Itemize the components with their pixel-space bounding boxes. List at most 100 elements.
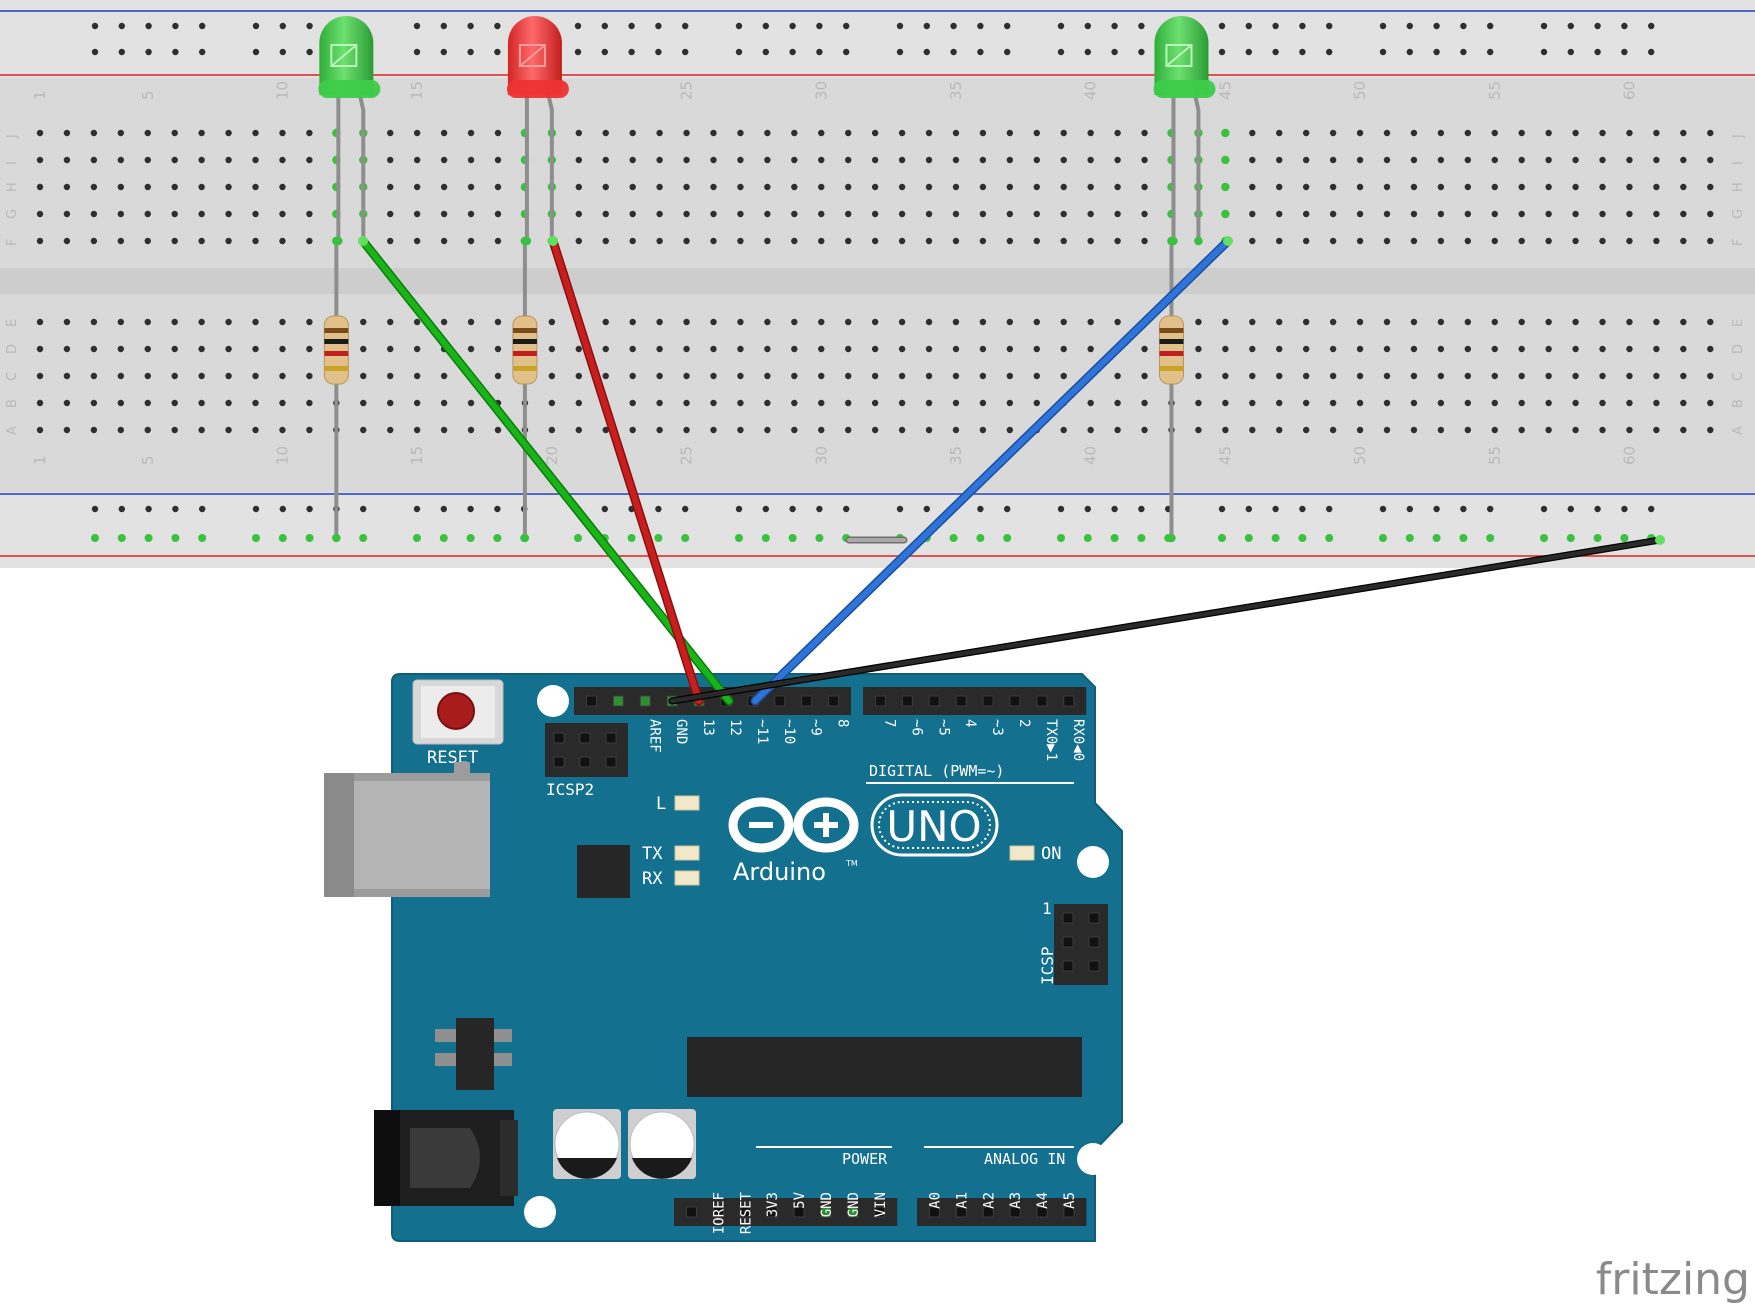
breadboard-hole[interactable] [575,426,582,434]
breadboard-hole[interactable] [1491,183,1498,191]
power-rail-hole[interactable] [628,22,635,30]
breadboard-hole[interactable] [1464,426,1472,434]
breadboard-hole[interactable] [36,345,44,353]
breadboard-hole[interactable] [1491,399,1498,407]
breadboard-hole[interactable] [63,345,71,353]
power-rail-hole[interactable] [923,505,930,513]
power-rail-hole[interactable] [1111,505,1118,513]
breadboard-hole[interactable] [575,399,582,407]
power-rail-hole[interactable] [1299,505,1306,513]
breadboard-hole[interactable] [1545,129,1552,137]
power-rail-hole[interactable] [1298,534,1307,542]
breadboard-hole[interactable] [494,345,502,353]
breadboard-hole[interactable] [1653,318,1660,326]
breadboard-hole[interactable] [737,372,744,380]
breadboard-hole[interactable] [1626,237,1633,245]
breadboard-hole[interactable] [791,210,798,218]
power-rail-hole[interactable] [467,505,474,513]
power-rail-hole[interactable] [1460,48,1467,56]
breadboard-hole[interactable] [467,345,475,353]
power-rail-hole[interactable] [1433,48,1440,56]
breadboard-hole[interactable] [1114,183,1121,191]
breadboard-hole[interactable] [36,399,44,407]
breadboard-hole[interactable] [1599,345,1606,353]
breadboard-hole[interactable] [1599,318,1606,326]
breadboard-hole[interactable] [1356,318,1364,326]
breadboard-hole[interactable] [440,183,448,191]
power-rail-hole[interactable] [762,48,769,56]
breadboard-hole[interactable] [117,210,125,218]
breadboard-hole[interactable] [629,210,636,218]
breadboard-hole[interactable] [413,372,421,380]
breadboard-hole[interactable] [1491,318,1498,326]
breadboard-hole[interactable] [548,426,556,434]
breadboard-hole[interactable] [764,318,771,326]
power-rail-hole[interactable] [305,534,314,542]
breadboard-hole[interactable] [36,426,44,434]
breadboard-hole[interactable] [683,399,690,407]
breadboard-hole[interactable] [575,372,582,380]
breadboard-hole[interactable] [1491,372,1498,380]
breadboard-hole[interactable] [979,129,987,137]
power-rail-hole[interactable] [655,505,662,513]
breadboard-hole[interactable] [1033,210,1040,218]
breadboard-hole[interactable] [683,318,690,326]
breadboard-hole[interactable] [737,183,744,191]
breadboard-hole[interactable] [1680,156,1687,164]
breadboard-hole[interactable] [1599,156,1606,164]
breadboard-hole[interactable] [63,372,71,380]
header-pin[interactable] [685,1206,697,1218]
power-rail-hole[interactable] [1567,48,1575,56]
breadboard-hole[interactable] [1707,237,1714,245]
green-led[interactable] [1153,16,1216,246]
breadboard-hole[interactable] [898,129,906,137]
breadboard-hole[interactable] [818,129,825,137]
breadboard-hole[interactable] [63,210,71,218]
breadboard-hole[interactable] [1276,156,1283,164]
breadboard-hole[interactable] [1707,372,1714,380]
breadboard-hole[interactable] [656,210,663,218]
breadboard-hole[interactable] [306,426,313,434]
breadboard-hole[interactable] [171,129,178,137]
power-rail-hole[interactable] [789,505,796,513]
power-rail-hole[interactable] [923,48,930,56]
breadboard-hole[interactable] [1249,426,1256,434]
breadboard-hole[interactable] [845,318,852,326]
breadboard-hole[interactable] [1302,372,1310,380]
breadboard-hole[interactable] [90,399,98,407]
breadboard-hole[interactable] [1302,426,1310,434]
breadboard-hole[interactable] [925,237,933,245]
power-rail-hole[interactable] [896,505,904,513]
breadboard-hole[interactable] [1410,183,1418,191]
breadboard-hole[interactable] [1707,183,1714,191]
breadboard-hole[interactable] [306,183,313,191]
power-rail-hole[interactable] [1218,534,1226,542]
breadboard-hole[interactable] [440,318,448,326]
breadboard-hole[interactable] [1141,426,1148,434]
power-rail-hole[interactable] [601,48,608,56]
breadboard-hole[interactable] [1087,426,1094,434]
breadboard-hole[interactable] [63,183,71,191]
breadboard-hole[interactable] [898,210,906,218]
power-rail-hole[interactable] [1540,534,1548,542]
breadboard-hole[interactable] [90,183,98,191]
power-rail-hole[interactable] [574,534,582,542]
breadboard-hole[interactable] [871,345,879,353]
power-rail-hole[interactable] [172,48,179,56]
breadboard-hole[interactable] [1518,372,1525,380]
breadboard-hole[interactable] [1087,345,1094,353]
power-rail-hole[interactable] [279,48,286,56]
header-pin[interactable] [774,695,786,707]
breadboard-hole[interactable] [1518,210,1525,218]
breadboard-hole[interactable] [1249,318,1256,326]
breadboard-hole[interactable] [63,156,71,164]
breadboard-hole[interactable] [1329,156,1337,164]
power-rail-hole[interactable] [413,22,421,30]
breadboard-hole[interactable] [1491,345,1498,353]
breadboard-hole[interactable] [198,399,205,407]
power-rail-hole[interactable] [1432,534,1441,542]
breadboard-hole[interactable] [1087,399,1094,407]
breadboard-hole[interactable] [1276,399,1283,407]
breadboard-hole[interactable] [387,129,394,137]
breadboard-hole[interactable] [387,237,394,245]
